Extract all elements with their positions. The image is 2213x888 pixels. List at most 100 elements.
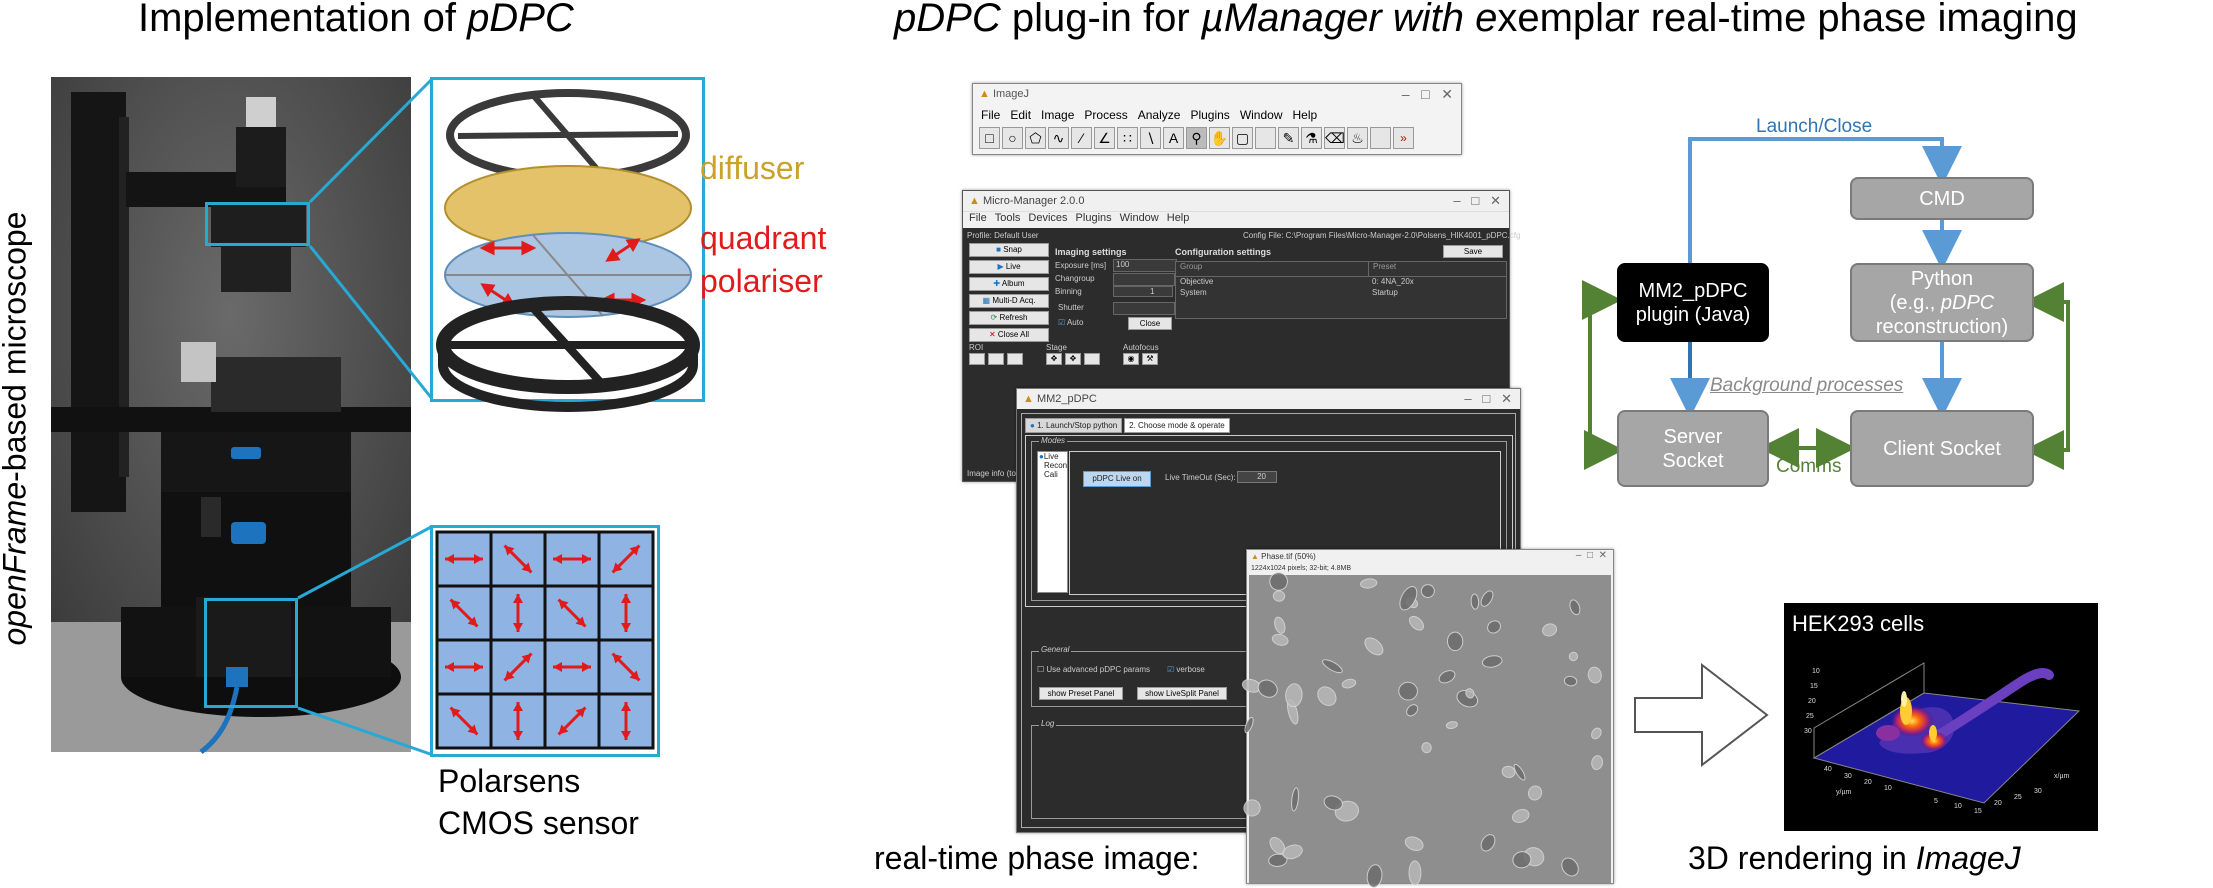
list-item[interactable]: Cali	[1044, 470, 1058, 479]
svg-text:30: 30	[2034, 788, 2042, 795]
tab-choose-mode[interactable]: 2. Choose mode & operate	[1124, 418, 1230, 433]
cell-blob	[1404, 836, 1424, 851]
svg-text:10: 10	[1812, 668, 1820, 675]
polygon-tool-icon[interactable]: ⬠	[1025, 127, 1046, 149]
roi-set-icon[interactable]	[969, 353, 985, 365]
polarisation-arrow	[621, 702, 631, 740]
polarisation-arrow	[611, 652, 641, 682]
list-item[interactable]: Recon	[1044, 461, 1068, 470]
line-tool-icon[interactable]: ⁄	[1071, 127, 1092, 149]
wand-tool-icon[interactable]: ∖	[1140, 127, 1161, 149]
pdpc-livesplit-button[interactable]: show LiveSplit Panel	[1137, 687, 1227, 700]
process-arrow-icon	[1634, 662, 1769, 768]
pdpc-live-on-button[interactable]: pDPC Live on	[1083, 471, 1151, 487]
mm-menu-file[interactable]: File	[969, 212, 987, 224]
stage-focus-icon[interactable]: ✥	[1065, 353, 1081, 365]
mm-window-controls[interactable]: – □ ✕	[1453, 193, 1501, 208]
flow-server-node: Server Socket	[1617, 410, 1769, 487]
color-picker-icon[interactable]: ▢	[1232, 127, 1253, 149]
mm-save-button[interactable]: Save	[1443, 245, 1503, 258]
imagej-window[interactable]: ▲ ImageJ – □ ✕ File Edit Image Process A…	[972, 83, 1462, 155]
imagej-menu-plugins[interactable]: Plugins	[1190, 108, 1230, 122]
hand-tool-icon[interactable]: ✋	[1209, 127, 1230, 149]
pdpc-mode-list: ●Live Recon Cali	[1037, 451, 1068, 593]
mm-close-shutter-button[interactable]: Close	[1128, 317, 1172, 330]
mm-multid-button[interactable]: ▦ Multi-D Acq.	[969, 294, 1049, 308]
freehand-tool-icon[interactable]: ∿	[1048, 127, 1069, 149]
autofocus-tool-icon[interactable]: ⚒	[1142, 353, 1158, 365]
imagej-menu-edit[interactable]: Edit	[1010, 108, 1032, 122]
cell-blob	[1487, 620, 1501, 634]
mm-binning-select[interactable]: 1	[1113, 286, 1173, 297]
angle-tool-icon[interactable]: ∠	[1094, 127, 1115, 149]
table-row[interactable]: Objective 0: 4NA_20x	[1176, 277, 1506, 288]
flow-python-line3: reconstruction)	[1875, 315, 2009, 338]
render-axis-y: y/µm	[1836, 789, 1852, 796]
phase-window-controls[interactable]: – □ ✕	[1575, 550, 1607, 561]
autofocus-binocular-icon[interactable]: ◉	[1123, 353, 1139, 365]
mm-changroup-select[interactable]	[1113, 273, 1175, 286]
mm-row-group: Objective	[1180, 277, 1214, 286]
mm-menu-devices[interactable]: Devices	[1028, 212, 1068, 224]
mm-shutter-select[interactable]	[1113, 302, 1175, 315]
mm-menu-tools[interactable]: Tools	[994, 212, 1021, 224]
imagej-menu-image[interactable]: Image	[1041, 108, 1075, 122]
pdpc-advanced-checkbox[interactable]: ☐ Use advanced pDPC params	[1037, 665, 1151, 674]
mm-live-button[interactable]: ▶ Live	[969, 260, 1049, 274]
imagej-menu-help[interactable]: Help	[1292, 108, 1318, 122]
mm-closeall-button[interactable]: ✕ Close All	[969, 328, 1049, 342]
render-caption-prefix: 3D rendering in	[1688, 840, 1916, 876]
pdpc-preset-panel-button[interactable]: show Preset Panel	[1039, 687, 1123, 700]
pdpc-timeout-spinner[interactable]: 20	[1237, 471, 1277, 483]
magnifier-tool-icon[interactable]: ⚲	[1186, 127, 1207, 149]
pencil-tool-icon[interactable]: ✎	[1278, 127, 1299, 149]
phase-image-info: 1224x1024 pixels; 32-bit; 4.8MB	[1251, 565, 1352, 572]
imagej-menu-window[interactable]: Window	[1239, 108, 1283, 122]
more-tools-icon[interactable]: »	[1393, 127, 1414, 149]
mm-preset-header: Preset	[1373, 262, 1397, 271]
mm-menu-window[interactable]: Window	[1119, 212, 1159, 224]
cell-blob	[1527, 785, 1543, 801]
sensor-highlight-box	[204, 598, 298, 708]
svg-text:5: 5	[1934, 798, 1938, 805]
phase-image-window[interactable]: ▲ Phase.tif (50%) – □ ✕ 1224x1024 pixels…	[1241, 549, 1614, 888]
cell-blob	[1513, 763, 1526, 781]
pdpc-window-controls[interactable]: – □ ✕	[1464, 391, 1512, 406]
point-tool-icon[interactable]: ∷	[1117, 127, 1138, 149]
fill-tool-icon[interactable]: ♨	[1347, 127, 1368, 149]
imagej-menu-file[interactable]: File	[981, 108, 1001, 122]
stage-list-icon[interactable]	[1084, 353, 1100, 365]
roi-center-icon[interactable]	[1007, 353, 1023, 365]
sensor-grid	[435, 530, 655, 750]
brush-tool-icon[interactable]: ⚗	[1301, 127, 1322, 149]
list-item[interactable]: ●Live	[1039, 452, 1059, 461]
cell-blob	[1323, 795, 1343, 811]
eraser-tool-icon[interactable]: ⌫	[1324, 127, 1345, 149]
cell-blob	[1282, 844, 1303, 860]
imagej-window-controls[interactable]: – □ ✕	[1401, 86, 1453, 102]
mm-auto-checkbox[interactable]: ☑ Auto	[1058, 318, 1084, 327]
stage-move-icon[interactable]: ✥	[1046, 353, 1062, 365]
mm-menu-plugins[interactable]: Plugins	[1075, 212, 1112, 224]
pdpc-verbose-checkbox[interactable]: ☑ verbose	[1167, 665, 1205, 674]
mm-album-button[interactable]: ✚ Album	[969, 277, 1049, 291]
rectangle-tool-icon[interactable]: □	[979, 127, 1000, 149]
pdpc-title: MM2_pDPC	[1036, 393, 1097, 405]
mm-menu-help[interactable]: Help	[1166, 212, 1190, 224]
mm-refresh-button[interactable]: ⟳ Refresh	[969, 311, 1049, 325]
roi-clear-icon[interactable]	[988, 353, 1004, 365]
imagej-menu-analyze[interactable]: Analyze	[1137, 108, 1181, 122]
imagej-menu-process[interactable]: Process	[1084, 108, 1128, 122]
text-tool-icon[interactable]: A	[1163, 127, 1184, 149]
cell-blob	[1587, 666, 1602, 684]
tab-launch-stop[interactable]: ● 1. Launch/Stop python	[1025, 418, 1123, 433]
cell-blob	[1268, 853, 1288, 867]
checked-box-icon: ☑	[1167, 665, 1175, 674]
table-row[interactable]: System Startup	[1176, 288, 1506, 299]
phase-image-canvas[interactable]	[1241, 572, 1611, 888]
cell-blob	[1481, 655, 1503, 668]
mm-snap-button[interactable]: ■ Snap	[969, 243, 1049, 257]
cell-blob	[1399, 585, 1418, 611]
oval-tool-icon[interactable]: ○	[1002, 127, 1023, 149]
